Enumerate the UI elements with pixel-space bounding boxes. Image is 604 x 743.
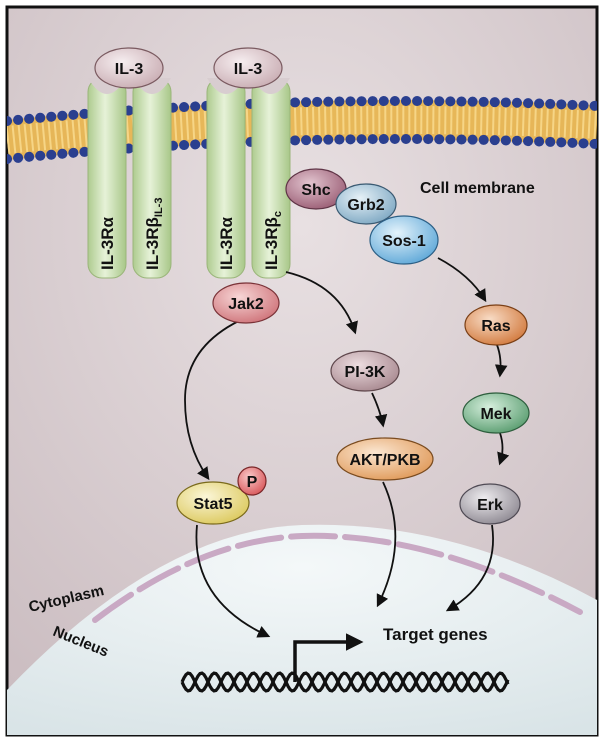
node-erk [459,483,521,525]
ligand-il3-left [94,47,164,89]
node-jak2 [212,282,280,324]
nuclear-envelope [92,532,583,623]
arrow-akt-genes [376,481,397,608]
arrow-ras-mek [494,344,508,378]
arrow-jak2-stat5 [184,317,246,481]
dna-helix [180,671,510,693]
ligand-il3-right [213,47,283,89]
node-akt [336,437,434,481]
transcription-start-arrow [293,633,364,682]
arrow-receptor-pi3k [285,271,358,335]
membrane-label: Cell membrane [420,180,535,197]
receptor-labels: IL-3Rα IL-3RβIL-3 IL-3Rα IL-3Rβc [98,198,284,270]
receptor-r1-label: IL-3Rα [98,217,117,271]
node-grb2-label: Grb2 [347,197,384,214]
node-ras-label: Ras [481,318,510,335]
arrow-mek-erk [497,432,510,466]
receptor-group [87,77,291,279]
node-stat5 [176,481,250,525]
node-sos1 [369,215,439,265]
arrow-pi3k-akt [371,392,388,428]
node-erk-label: Erk [477,497,503,514]
target-genes-label: Target genes [383,625,488,644]
node-sos1-label: Sos-1 [382,233,426,250]
arrow-stat5-genes [195,524,271,638]
phosphate-label: P [247,474,258,491]
node-mek-label: Mek [480,406,511,423]
ligand-il3-right-label: IL-3 [234,61,263,78]
node-ras [464,304,528,346]
node-mek [462,392,530,434]
node-jak2-label: Jak2 [228,296,264,313]
receptor-r2-label: IL-3RβIL-3 [143,198,165,270]
ligand-il3-left-label: IL-3 [115,61,144,78]
arrow-erk-genes [445,524,494,612]
phosphate-badge [237,466,267,496]
node-stat5-label: Stat5 [193,496,232,513]
node-grb2 [335,183,397,225]
node-pi3k [330,350,400,392]
node-shc-label: Shc [301,182,330,199]
pathway-arrows [184,257,510,638]
node-akt-label: AKT/PKB [349,452,420,469]
arrow-sos1-ras [437,257,487,303]
receptor-r4-label: IL-3Rβc [262,211,284,270]
receptor-r3-label: IL-3Rα [217,217,236,271]
node-pi3k-label: PI-3K [345,364,386,381]
